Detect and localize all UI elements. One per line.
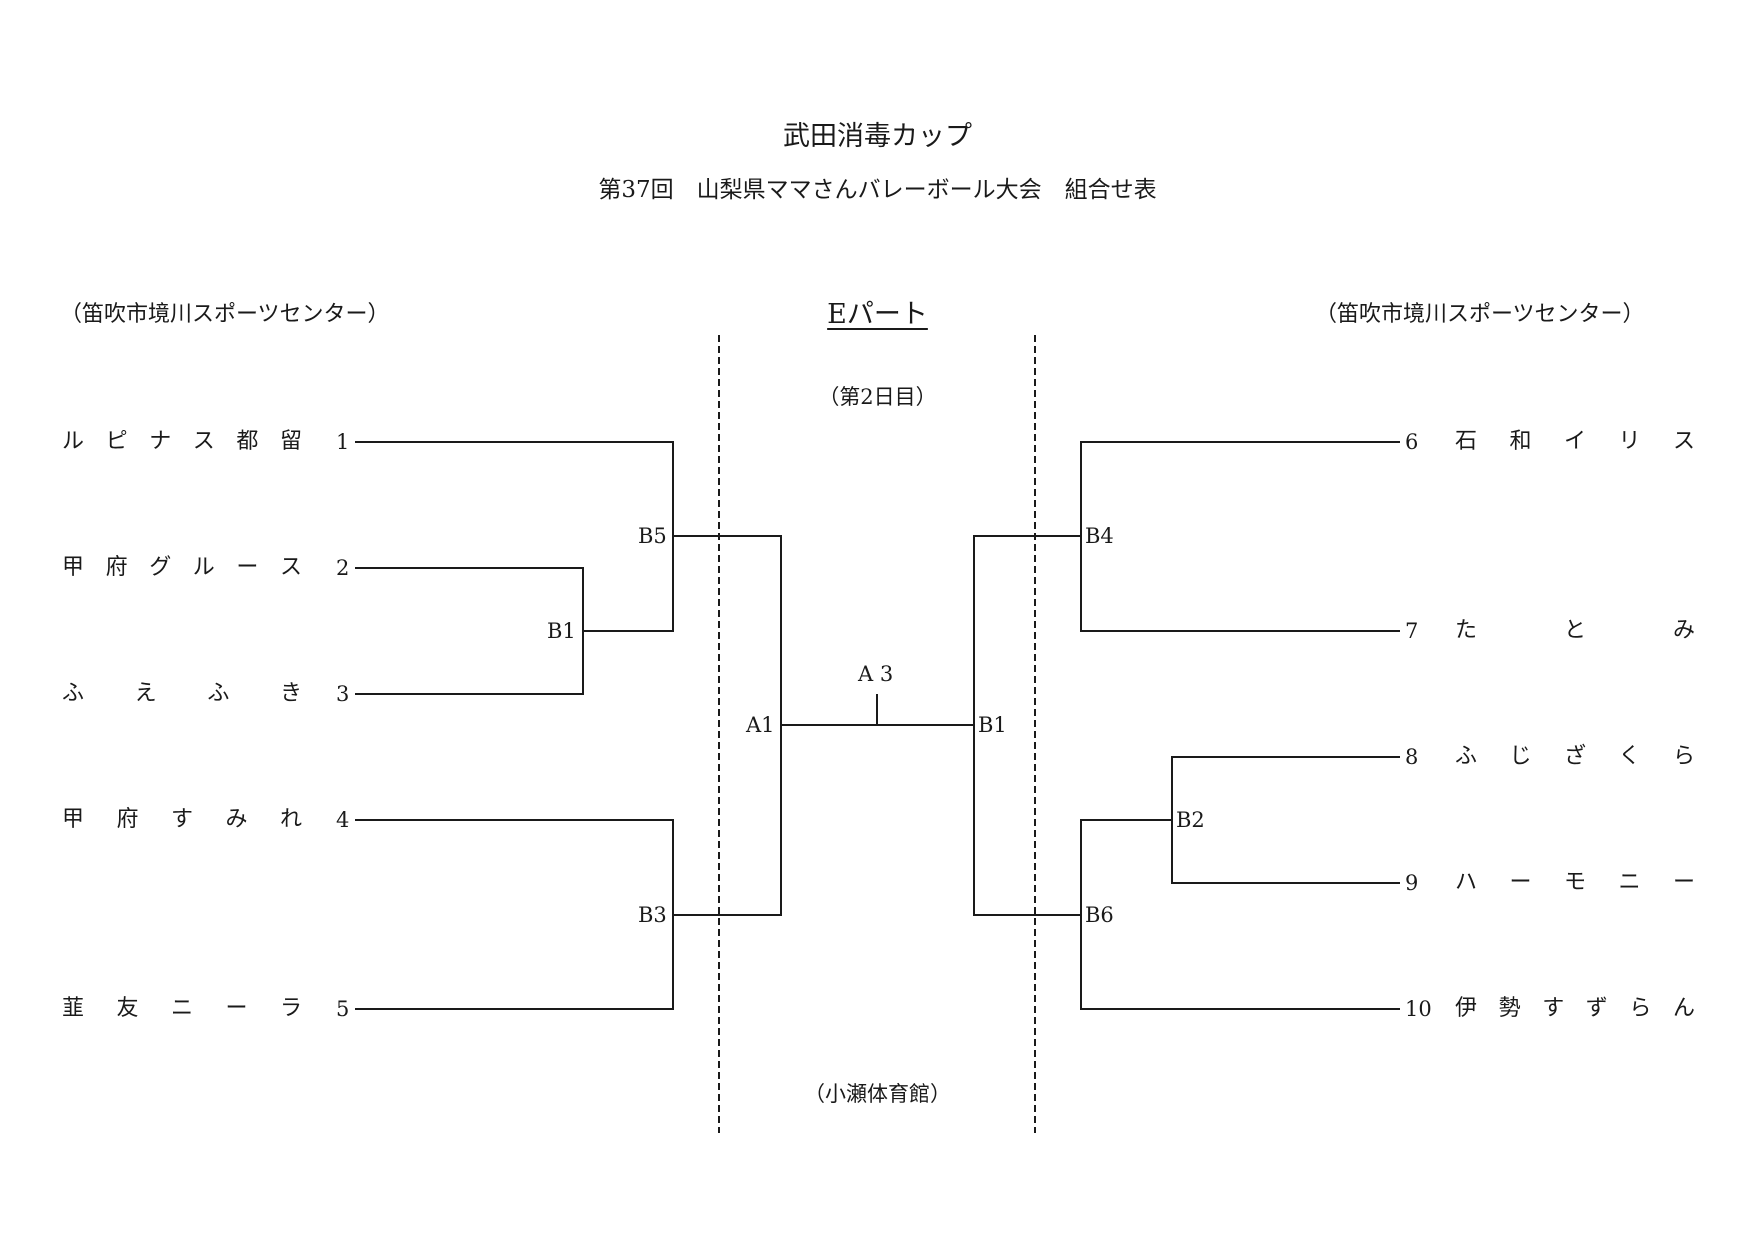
team-name-char: 都 (236, 429, 259, 454)
team-name-left-3: ふえふき (62, 679, 302, 709)
team-name-char: ニ (170, 996, 193, 1021)
team-name-right-9: ハーモニー (1455, 868, 1695, 898)
team-name-left-1: ルピナス都留 (62, 427, 302, 457)
team-name-char: ふ (1455, 744, 1478, 769)
bracket-b3 (355, 819, 674, 1010)
team-name-right-6: 石和イリス (1455, 427, 1695, 457)
seed-number: 4 (336, 808, 350, 832)
team-name-char: ー (1509, 870, 1532, 895)
match-label-b6: B6 (1085, 903, 1114, 927)
match-label-b4: B4 (1085, 524, 1114, 548)
team-name-char: す (170, 807, 193, 832)
team-name-char: ふ (62, 681, 85, 706)
seed-number: 10 (1405, 997, 1432, 1021)
team-name-char: グ (149, 555, 172, 580)
team-name-char: 府 (116, 807, 139, 832)
team-name-char: み (225, 807, 248, 832)
team-name-char: ー (225, 996, 248, 1021)
center-venue-label: （小瀬体育館） (804, 1082, 951, 1106)
bracket-b1-left (355, 567, 584, 695)
team-name-char: ラ (279, 996, 302, 1021)
team-name-char: ピ (105, 429, 128, 454)
team-name-char: ル (62, 429, 85, 454)
team-name-char: た (1455, 618, 1478, 643)
team-name-char: ス (192, 429, 215, 454)
team-name-char: き (279, 681, 302, 706)
seed-number: 1 (336, 430, 350, 454)
team-name-right-10: 伊勢すずらん (1455, 994, 1695, 1024)
part-label: Eパート (827, 299, 928, 330)
team-name-left-5: 韮友ニーラ (62, 994, 302, 1024)
team-name-char: 府 (105, 555, 128, 580)
team-name-char: 友 (116, 996, 139, 1021)
seed-number: 9 (1405, 871, 1419, 895)
bracket-right-b1 (973, 535, 1081, 916)
team-name-char: ず (1585, 996, 1608, 1021)
team-name-char: え (134, 681, 157, 706)
team-name-char: み (1672, 618, 1695, 643)
team-name-char: ハ (1455, 870, 1478, 895)
bracket-b2 (1171, 756, 1400, 884)
team-name-char: リ (1618, 429, 1641, 454)
seed-number: 2 (336, 556, 350, 580)
team-name-char: れ (279, 807, 302, 832)
team-name-char: ー (1672, 870, 1695, 895)
seed-number: 5 (336, 997, 350, 1021)
tournament-subtitle: 第37回 山梨県ママさんバレーボール大会 組合せ表 (598, 177, 1157, 203)
team-name-char: 伊 (1455, 996, 1478, 1021)
match-label-b5: B5 (638, 524, 667, 548)
match-label-a1: A1 (746, 713, 775, 737)
team-name-char: ら (1672, 744, 1695, 769)
final-match-label: A 3 (858, 662, 894, 686)
team-name-char: 韮 (62, 996, 85, 1021)
bracket-a1 (673, 535, 782, 916)
team-name-left-4: 甲府すみれ (62, 805, 302, 835)
seed-number: 7 (1405, 619, 1419, 643)
tournament-title: 武田消毒カップ (783, 121, 972, 152)
team-name-char: ナ (149, 429, 172, 454)
team-name-char: ー (236, 555, 259, 580)
team-name-char: ニ (1618, 870, 1641, 895)
team-name-char: イ (1563, 429, 1586, 454)
match-label-b3: B3 (638, 903, 667, 927)
team-name-char: 和 (1509, 429, 1532, 454)
day-label: （第2日目） (818, 385, 937, 409)
bracket-b5-top (355, 441, 674, 632)
team-name-char: ス (279, 555, 302, 580)
team-name-char: 勢 (1498, 996, 1521, 1021)
seed-number: 3 (336, 682, 350, 706)
team-name-char: 甲 (62, 807, 85, 832)
part-heading: Eパート (0, 292, 1755, 331)
team-name-right-7: たとみ (1455, 616, 1695, 646)
right-venue-label: （笛吹市境川スポーツセンター） (1315, 302, 1645, 327)
team-name-char: 甲 (62, 555, 85, 580)
team-name-char: ら (1629, 996, 1652, 1021)
left-venue-label: （笛吹市境川スポーツセンター） (60, 302, 390, 327)
match-label-left-b1: B1 (547, 619, 576, 643)
match-label-b2: B2 (1176, 808, 1205, 832)
team-name-char: ふ (207, 681, 230, 706)
team-name-left-2: 甲府グルース (62, 553, 302, 583)
team-name-char: す (1542, 996, 1565, 1021)
team-name-char: ル (192, 555, 215, 580)
bracket-b6 (1080, 819, 1400, 1010)
team-name-char: 石 (1455, 429, 1478, 454)
team-name-char: モ (1563, 870, 1586, 895)
team-name-char: ス (1672, 429, 1695, 454)
team-name-right-8: ふじざくら (1455, 742, 1695, 772)
match-label-right-b1: B1 (978, 713, 1007, 737)
seed-number: 6 (1405, 430, 1419, 454)
team-name-char: じ (1509, 744, 1532, 769)
team-name-char: ん (1672, 996, 1695, 1021)
team-name-char: ざ (1563, 744, 1586, 769)
team-name-char: と (1563, 618, 1586, 643)
bracket-b4 (1080, 441, 1400, 632)
team-name-char: く (1618, 744, 1641, 769)
team-name-char: 留 (279, 429, 302, 454)
seed-number: 8 (1405, 745, 1419, 769)
